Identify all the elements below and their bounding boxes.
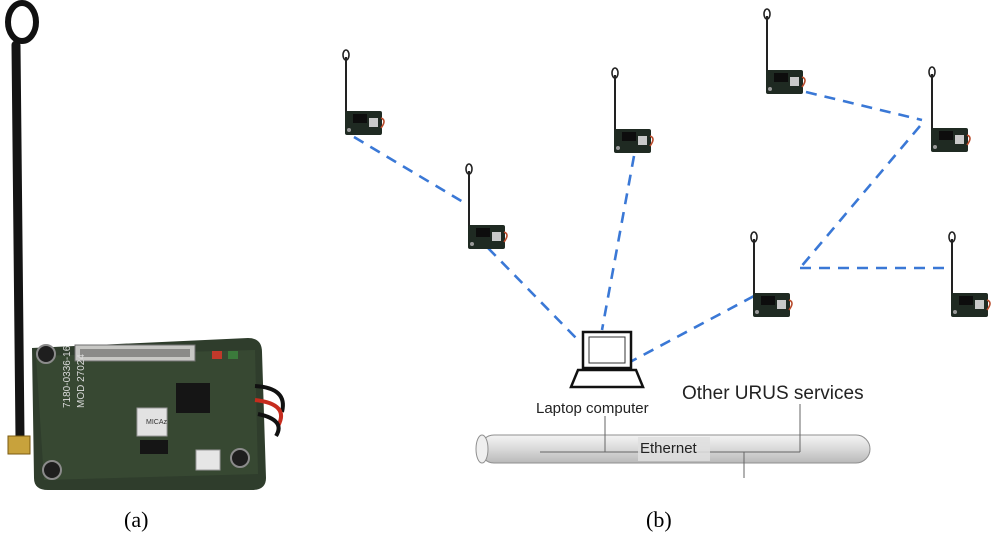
wireless-link xyxy=(629,294,755,364)
ethernet-label: Ethernet xyxy=(640,440,697,457)
laptop-icon xyxy=(569,330,645,389)
wireless-link xyxy=(805,90,923,122)
sensor-node-icon xyxy=(928,66,971,153)
sensor-node-icon xyxy=(342,49,385,136)
sensor-node-icon xyxy=(750,231,793,318)
sensor-node-icon xyxy=(948,231,991,318)
ethernet-bus xyxy=(475,404,871,478)
laptop-label: Laptop computer xyxy=(536,400,649,417)
caption-a: (a) xyxy=(124,507,149,532)
sensor-nodes xyxy=(342,8,991,318)
sensor-board: 7180-0336-16 MOD 27024 MICAz xyxy=(5,0,285,490)
wireless-link xyxy=(799,125,921,269)
sensor-node-icon xyxy=(611,67,654,154)
services-label: Other URUS services xyxy=(682,383,864,404)
wireless-link xyxy=(353,135,469,207)
pcb-text-2: MOD 27024 xyxy=(76,354,87,408)
wireless-link xyxy=(487,247,579,341)
wireless-links xyxy=(353,90,948,364)
sensor-node-icon xyxy=(465,163,508,250)
pcb-text-1: 7180-0336-16 xyxy=(62,345,73,408)
wireless-link xyxy=(600,155,636,331)
board-label: MICAz xyxy=(146,419,168,426)
sensor-node-icon xyxy=(763,8,806,95)
caption-b: (b) xyxy=(646,507,672,532)
